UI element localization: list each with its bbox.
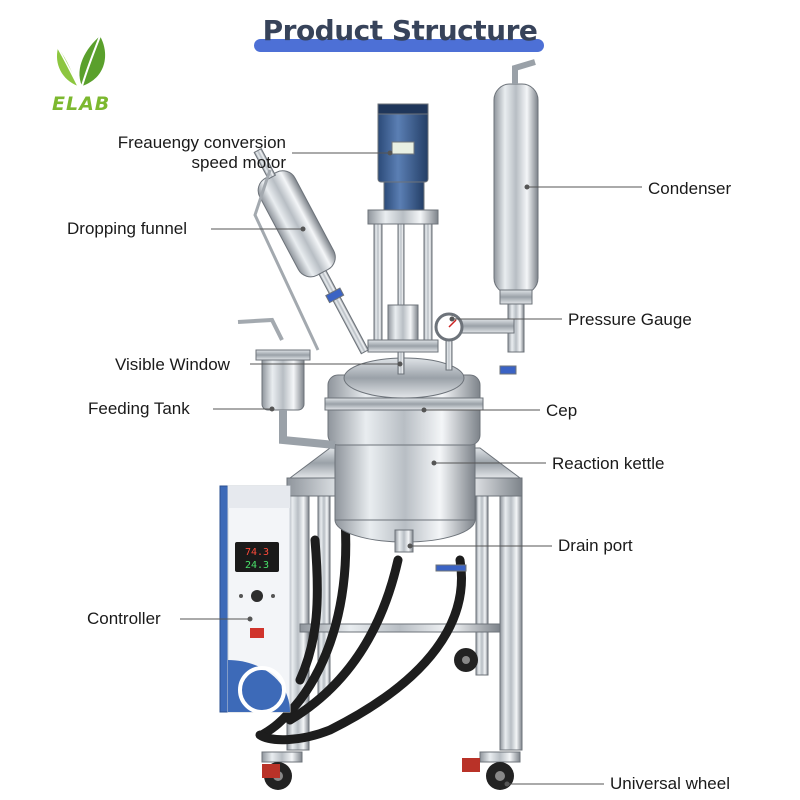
label-motor-line2: speed motor bbox=[191, 153, 287, 172]
label-cep: Cep bbox=[546, 401, 578, 420]
label-universal-wheel: Universal wheel bbox=[610, 774, 730, 793]
reaction-kettle bbox=[324, 357, 484, 572]
feeding-tank bbox=[237, 317, 336, 449]
controller-display-bottom: 24.3 bbox=[245, 560, 269, 571]
controller-box: 74.3 24.3 bbox=[219, 485, 291, 714]
leaf-logo-icon bbox=[56, 35, 106, 87]
pressure-gauge-illustration bbox=[434, 312, 464, 371]
logo-text: ELAB bbox=[52, 93, 111, 115]
label-visible-window: Visible Window bbox=[115, 355, 230, 374]
label-controller: Controller bbox=[87, 609, 161, 628]
condenser bbox=[453, 59, 539, 375]
label-feeding-tank: Feeding Tank bbox=[88, 399, 190, 418]
motor-assembly bbox=[367, 103, 439, 375]
label-drain-port: Drain port bbox=[558, 536, 633, 555]
dropping-funnel bbox=[253, 147, 369, 355]
label-reaction-kettle: Reaction kettle bbox=[552, 454, 665, 473]
page-title: Product Structure bbox=[262, 14, 538, 47]
label-pressure-gauge: Pressure Gauge bbox=[568, 310, 692, 329]
wheels bbox=[261, 648, 521, 790]
label-motor-line1: Freauengy conversion bbox=[117, 133, 286, 152]
label-dropping-funnel: Dropping funnel bbox=[67, 219, 188, 238]
hoses bbox=[255, 515, 466, 745]
label-motor: Freauengy conversion speed motor bbox=[60, 133, 286, 173]
controller-display-top: 74.3 bbox=[245, 547, 269, 558]
title-underline bbox=[254, 39, 544, 52]
label-condenser: Condenser bbox=[648, 179, 732, 198]
